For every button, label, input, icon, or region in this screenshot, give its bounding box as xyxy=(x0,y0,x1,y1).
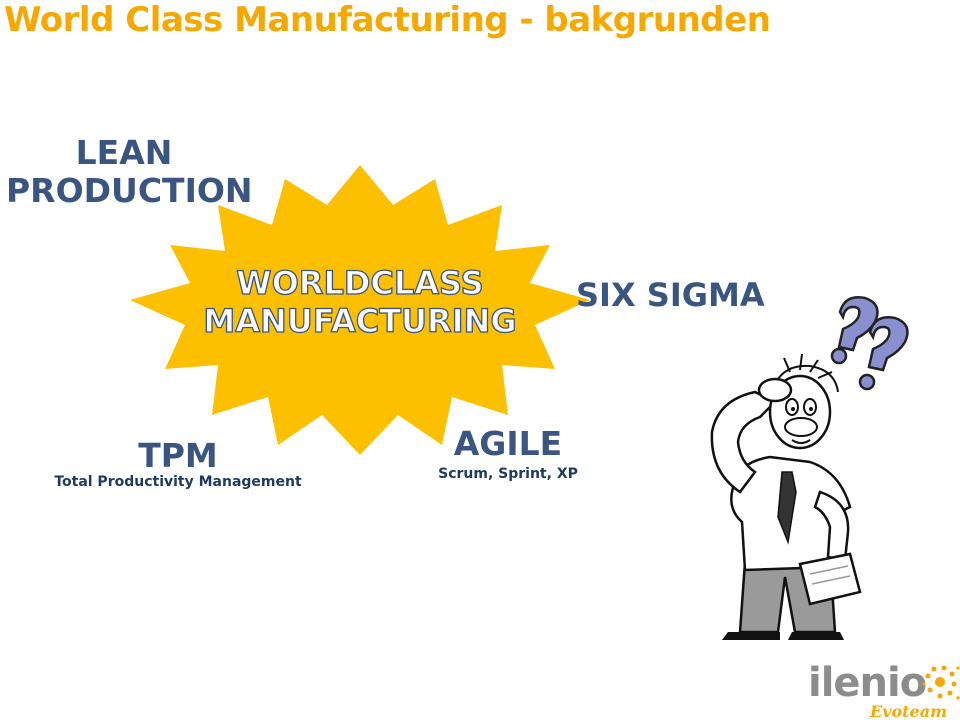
center-line1: WORLDCLASS xyxy=(236,263,485,302)
starburst-shape xyxy=(130,165,590,455)
confused-man-illustration xyxy=(710,296,909,640)
tie xyxy=(777,471,797,545)
lean-production-label: LEAN PRODUCTION xyxy=(6,133,253,210)
tpm-label: TPM xyxy=(138,436,218,475)
lower-arm xyxy=(813,490,850,562)
starburst-polygon xyxy=(130,165,590,455)
agile-sublabel: Scrum, Sprint, XP xyxy=(438,466,578,482)
slide-title: World Class Manufacturing - bakgrunden xyxy=(4,0,771,40)
ilenio-logo: ilenio Evoteam xyxy=(800,660,960,724)
logo-word: ilenio xyxy=(808,660,927,706)
logo-dots-icon xyxy=(922,665,960,700)
center-line2: MANUFACTURING xyxy=(203,301,518,340)
six-sigma-label: SIX SIGMA xyxy=(576,276,765,314)
tpm-sublabel: Total Productivity Management xyxy=(54,474,302,490)
question-marks-icon xyxy=(830,296,909,391)
lean-line2: PRODUCTION xyxy=(6,171,253,210)
agile-label: AGILE xyxy=(453,424,563,463)
lean-line1: LEAN xyxy=(75,133,173,172)
logo-sub: Evoteam xyxy=(870,702,948,721)
worldclass-manufacturing-label: WORLDCLASS MANUFACTURING xyxy=(190,263,530,340)
paper-icon xyxy=(798,552,862,606)
